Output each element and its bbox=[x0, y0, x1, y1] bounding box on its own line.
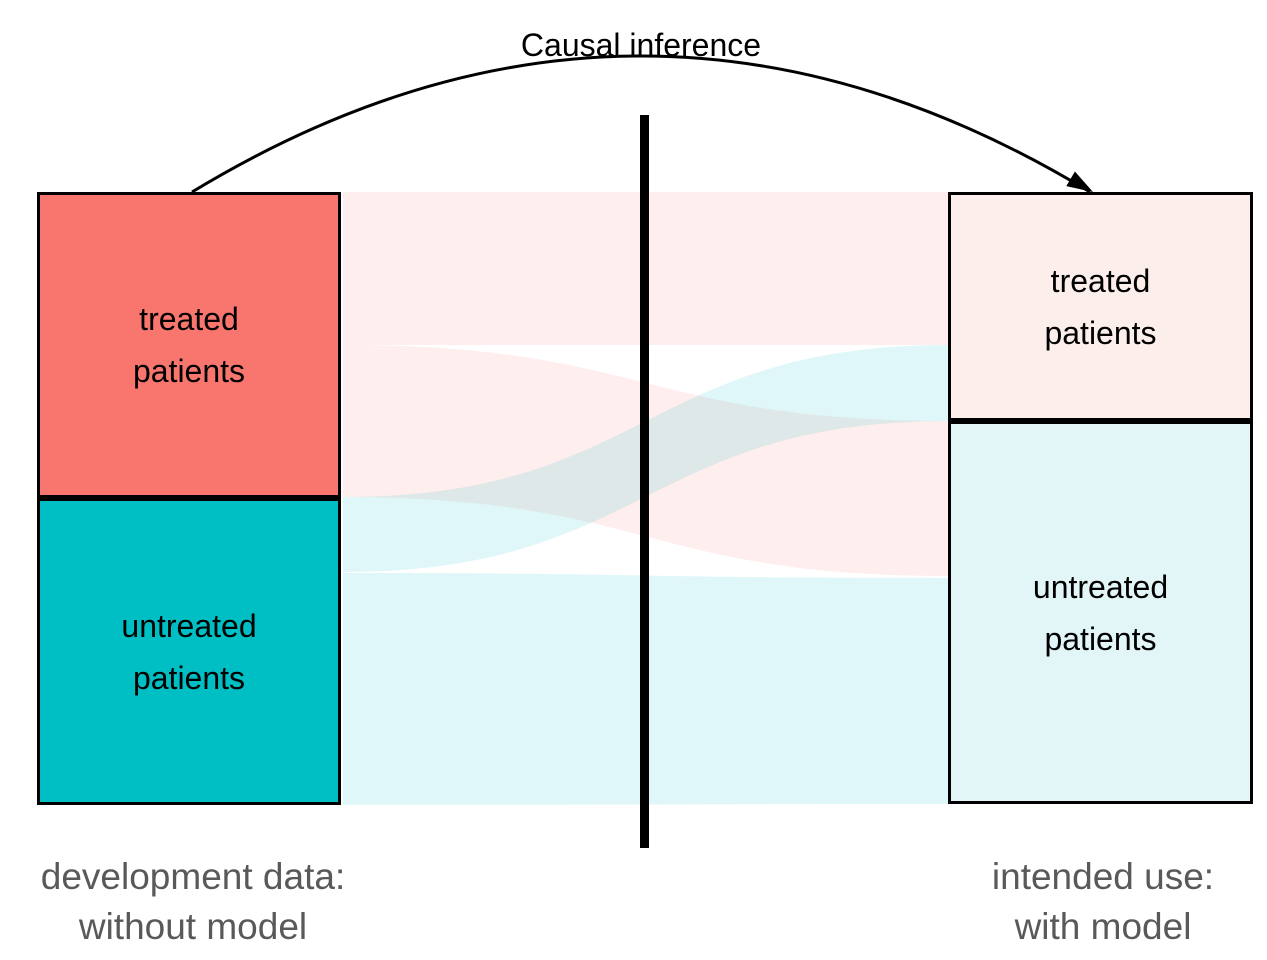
node-right-treated: treated patients bbox=[948, 192, 1253, 421]
center-divider-line bbox=[640, 115, 649, 848]
node-left-untreated: untreated patients bbox=[37, 498, 341, 805]
arrowhead-icon bbox=[1066, 171, 1093, 192]
node-left-treated-label: treated patients bbox=[132, 301, 246, 389]
node-left-untreated-label: untreated patients bbox=[121, 607, 257, 696]
node-right-untreated: untreated patients bbox=[948, 421, 1253, 804]
node-right-untreated-label: untreated patients bbox=[1032, 568, 1169, 657]
causal-inference-arrow bbox=[191, 54, 1091, 194]
node-right-treated-label: treated patients bbox=[1044, 262, 1157, 351]
node-left-treated: treated patients bbox=[37, 192, 341, 498]
diagram-title: Causal inference bbox=[520, 27, 762, 63]
caption-development-data: development data: without model bbox=[40, 856, 346, 947]
caption-intended-use: intended use: with model bbox=[991, 856, 1215, 947]
